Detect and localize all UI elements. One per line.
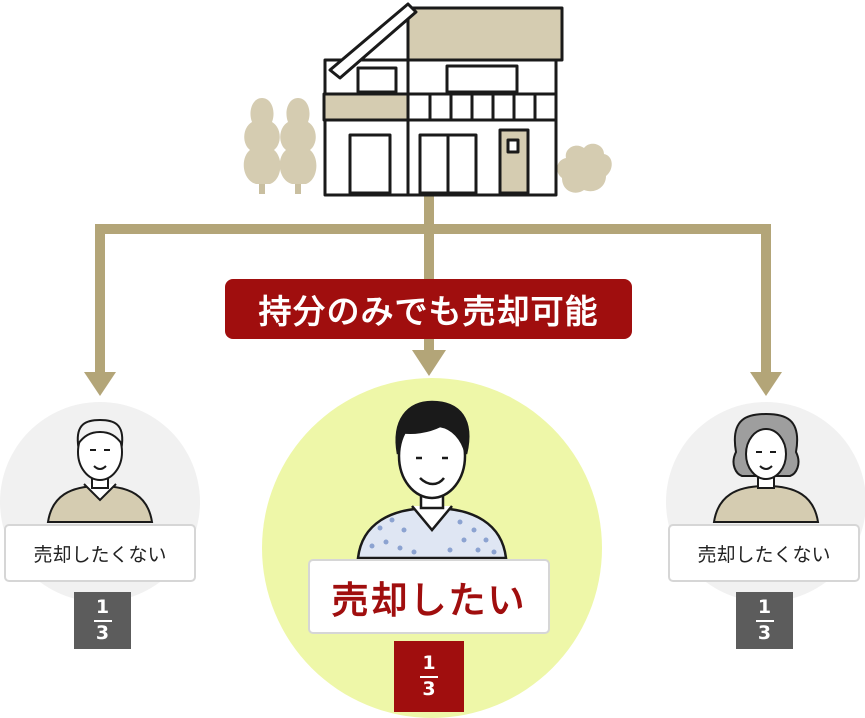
arrow-down-icon <box>412 350 446 376</box>
center-owner-share-badge: 1 3 <box>394 641 464 712</box>
tree-icon <box>243 98 281 194</box>
house-icon <box>322 2 564 197</box>
share-denominator: 3 <box>95 621 110 644</box>
bush-icon <box>557 143 612 193</box>
center-owner-speech-bubble: 売却したい <box>308 559 550 634</box>
right-owner-statement: 売却したくない <box>697 543 831 566</box>
arrow-down-icon <box>84 372 116 396</box>
left-owner-speech-bubble: 売却したくない <box>4 524 196 582</box>
tree-icon <box>279 98 317 194</box>
center-owner-statement: 売却したい <box>331 578 527 622</box>
share-numerator: 1 <box>422 651 436 674</box>
elderly-woman-icon <box>712 412 820 523</box>
fraction-bar <box>420 675 438 678</box>
share-denominator: 3 <box>757 621 772 644</box>
left-owner-statement: 売却したくない <box>33 543 167 566</box>
arrow-down-icon <box>750 372 782 396</box>
right-owner-speech-bubble: 売却したくない <box>668 524 860 582</box>
share-numerator: 1 <box>95 595 110 618</box>
elderly-man-icon <box>46 418 154 523</box>
right-owner-share-badge: 1 3 <box>736 592 793 649</box>
young-man-icon <box>356 400 508 560</box>
fraction-bar <box>755 619 774 622</box>
share-numerator: 1 <box>757 595 772 618</box>
share-denominator: 3 <box>422 677 436 700</box>
partial-share-sale-banner: 持分のみでも売却可能 <box>225 279 632 339</box>
left-owner-share-badge: 1 3 <box>74 592 131 649</box>
fraction-bar <box>93 619 112 622</box>
